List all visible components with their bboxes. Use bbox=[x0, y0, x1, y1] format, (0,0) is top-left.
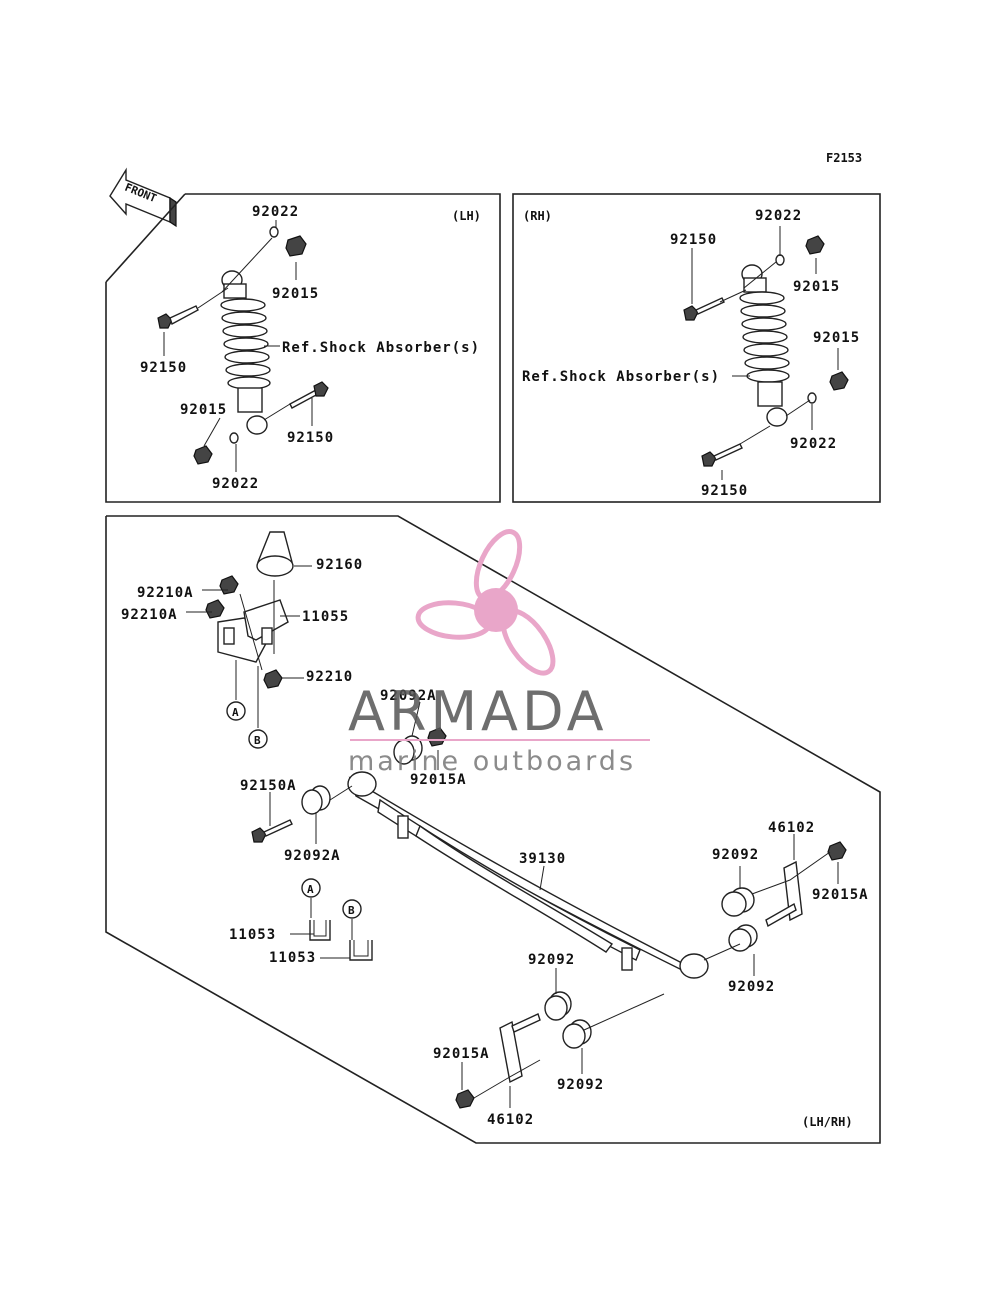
shock-absorber-rh bbox=[739, 264, 790, 427]
propeller-hub-icon bbox=[474, 588, 518, 632]
ref-shock-absorber-label: Ref.Shock Absorber(s) bbox=[522, 369, 720, 385]
bolt-icon bbox=[251, 819, 293, 843]
part-label: 11053 bbox=[269, 950, 316, 966]
figure-code: F2153 bbox=[826, 151, 862, 165]
part-label: 92150 bbox=[287, 430, 334, 446]
bolt-icon bbox=[683, 297, 725, 321]
bolt-icon bbox=[701, 443, 743, 467]
bottom-panel-title: (LH/RH) bbox=[802, 1115, 853, 1129]
front-arrow-icon: FRONT bbox=[109, 167, 177, 228]
leaf-spring bbox=[347, 771, 709, 979]
marker-a: A bbox=[226, 701, 246, 721]
nut-icon bbox=[263, 669, 283, 689]
watermark: ARMADA marine outboards bbox=[348, 529, 650, 777]
nut-icon bbox=[829, 371, 849, 391]
marker-b: B bbox=[342, 899, 362, 919]
part-label: 92092 bbox=[557, 1077, 604, 1093]
svg-text:B: B bbox=[254, 734, 261, 747]
bottom-panel: (LH/RH) A B A B bbox=[105, 515, 881, 1144]
nut-icon bbox=[827, 841, 847, 861]
part-label: 11053 bbox=[229, 927, 276, 943]
part-label: 92150 bbox=[140, 360, 187, 376]
watermark-brand: ARMADA bbox=[348, 680, 608, 743]
part-label: 92022 bbox=[790, 436, 837, 452]
bolt-icon bbox=[157, 305, 199, 329]
washer-icon bbox=[807, 392, 817, 404]
part-label: 46102 bbox=[768, 820, 815, 836]
part-label: 92150 bbox=[701, 483, 748, 499]
part-label: 92210A bbox=[137, 585, 194, 601]
part-label: 46102 bbox=[487, 1112, 534, 1128]
nut-icon bbox=[205, 599, 225, 619]
bushing-icon bbox=[721, 887, 755, 917]
nut-icon bbox=[193, 445, 213, 465]
part-label: 92015 bbox=[813, 330, 860, 346]
nut-icon bbox=[219, 575, 239, 595]
bushing-icon bbox=[544, 991, 572, 1021]
svg-text:A: A bbox=[232, 706, 239, 719]
lh-panel: (LH) bbox=[105, 193, 501, 503]
nut-icon bbox=[805, 235, 825, 255]
marker-a: A bbox=[301, 878, 321, 898]
part-label: 92092A bbox=[284, 848, 341, 864]
part-label: 92015 bbox=[180, 402, 227, 418]
washer-icon bbox=[775, 254, 785, 266]
lh-panel-title: (LH) bbox=[452, 209, 481, 223]
marker-b: B bbox=[248, 729, 268, 749]
part-label: 92015A bbox=[433, 1046, 490, 1062]
nut-icon bbox=[285, 235, 307, 257]
svg-text:B: B bbox=[348, 904, 355, 917]
part-label: 92150 bbox=[670, 232, 717, 248]
part-label: 92015A bbox=[812, 887, 869, 903]
rh-panel: (RH) bbox=[512, 193, 881, 503]
part-label: 92150A bbox=[240, 778, 297, 794]
part-label: 11055 bbox=[302, 609, 349, 625]
part-label: 92015A bbox=[410, 772, 467, 788]
bracket bbox=[217, 599, 289, 663]
bolt-icon bbox=[289, 381, 329, 409]
part-label: 92022 bbox=[755, 208, 802, 224]
part-label: 92015 bbox=[793, 279, 840, 295]
part-label: 92092 bbox=[712, 847, 759, 863]
part-label: 92210 bbox=[306, 669, 353, 685]
shock-absorber-lh bbox=[220, 270, 271, 435]
bushing-icon bbox=[301, 785, 331, 815]
part-label: 92022 bbox=[252, 204, 299, 220]
u-bolt bbox=[309, 920, 331, 941]
part-label: 92092A bbox=[380, 688, 437, 704]
part-label: 92022 bbox=[212, 476, 259, 492]
nut-icon bbox=[455, 1089, 475, 1109]
bushing-icon bbox=[562, 1019, 592, 1049]
part-label: 39130 bbox=[519, 851, 566, 867]
u-bolt bbox=[349, 940, 373, 961]
nut-icon bbox=[427, 727, 447, 747]
rh-panel-title: (RH) bbox=[523, 209, 552, 223]
part-label: 92210A bbox=[121, 607, 178, 623]
part-label: 92015 bbox=[272, 286, 319, 302]
part-label: 92160 bbox=[316, 557, 363, 573]
shackle bbox=[765, 860, 803, 928]
bushing-icon bbox=[393, 735, 423, 765]
ref-shock-absorber-label: Ref.Shock Absorber(s) bbox=[282, 340, 480, 356]
watermark-tagline: marine outboards bbox=[348, 746, 636, 777]
shackle bbox=[499, 1013, 541, 1084]
bushing-icon bbox=[728, 924, 758, 952]
part-label: 92092 bbox=[528, 952, 575, 968]
part-label: 92092 bbox=[728, 979, 775, 995]
bump-stop bbox=[256, 531, 294, 577]
washer-icon bbox=[229, 432, 239, 444]
washer-icon bbox=[269, 226, 279, 238]
svg-text:A: A bbox=[307, 883, 314, 896]
